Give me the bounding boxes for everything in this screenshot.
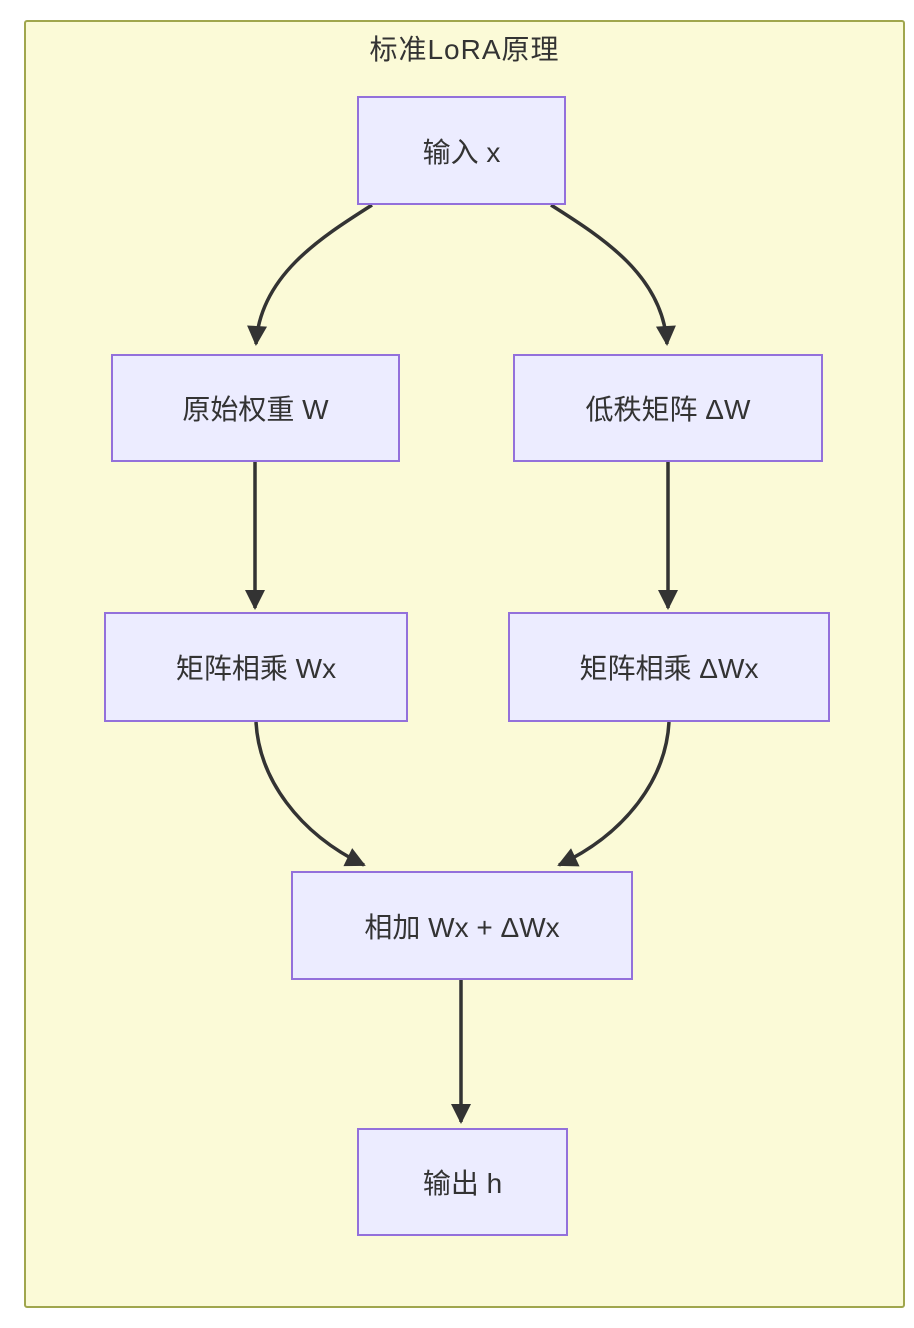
node-low-rank-delta-w: 低秩矩阵 ΔW bbox=[513, 354, 823, 462]
node-output-h: 输出 h bbox=[357, 1128, 568, 1236]
node-matmul-delta-wx: 矩阵相乘 ΔWx bbox=[508, 612, 830, 722]
node-original-weight-w: 原始权重 W bbox=[111, 354, 400, 462]
node-matmul-wx: 矩阵相乘 Wx bbox=[104, 612, 408, 722]
node-input-x: 输入 x bbox=[357, 96, 566, 205]
node-add-wx-delta-wx: 相加 Wx + ΔWx bbox=[291, 871, 633, 980]
diagram-title: 标准LoRA原理 bbox=[369, 34, 560, 65]
